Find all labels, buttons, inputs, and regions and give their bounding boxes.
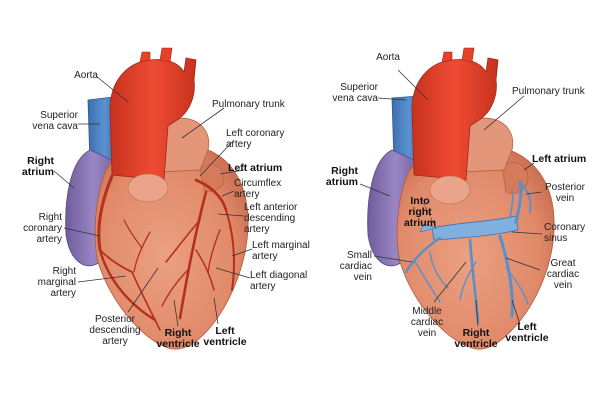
right-label-left-ventricle: Left ventricle [505,321,549,344]
right-aorta-shape [411,57,499,181]
left-label-superior-vena-cava: Superior vena cava [32,110,78,132]
right-label-great-cardiac-vein: Great cardiac vein [546,258,580,291]
right-heart-drawing [367,47,555,350]
left-label-left-ventricle: Left ventricle [203,325,247,348]
right-label-pulmonary-trunk: Pulmonary trunk [512,86,585,97]
leader-lines [53,69,543,327]
right-label-into-right-atrium: Into right atrium [403,195,437,229]
left-label-pulmonary-trunk: Pulmonary trunk [212,99,285,110]
right-label-superior-vena-cava: Superior vena cava [332,82,378,104]
left-heart-drawing [65,47,249,350]
right-label-small-cardiac-vein: Small cardiac vein [339,250,372,283]
left-label-left-marginal-artery: Left marginal artery [252,240,310,262]
right-left-atrium-shape [501,162,529,194]
left-label-left-diagonal-artery: Left diagonal artery [250,270,308,292]
left-label-left-coronary-artery: Left coronary artery [226,128,285,150]
left-left-atrium-shape [199,164,225,192]
left-label-left-atrium: Left atrium [228,162,283,174]
right-label-right-ventricle: Right ventricle [454,327,498,350]
right-label-coronary-sinus: Coronary sinus [544,222,586,244]
left-label-posterior-descending-artery: Posterior descending artery [89,314,141,347]
left-label-aorta: Aorta [74,70,98,81]
right-label-left-atrium: Left atrium [532,153,587,165]
right-label-aorta: Aorta [376,52,400,63]
left-label-circumflex-artery: Circumflex artery [234,178,282,200]
left-label-right-coronary-artery: Right coronary artery [23,212,62,245]
left-aorta-shape [109,57,197,181]
right-label-middle-cardiac-vein: Middle cardiac vein [410,306,444,339]
left-label-left-anterior-descending-artery: Left anterior descending artery [244,202,298,235]
left-label-right-ventricle: Right ventricle [156,327,200,350]
left-label-right-marginal-artery: Right marginal artery [37,266,76,299]
coronary-sinus-shape [431,215,519,241]
left-coronary-arteries [97,174,235,331]
right-label-right-atrium: Right atrium [325,165,358,188]
left-label-right-atrium: Right atrium [21,155,54,178]
right-label-posterior-vein: Posterior vein [544,182,585,204]
